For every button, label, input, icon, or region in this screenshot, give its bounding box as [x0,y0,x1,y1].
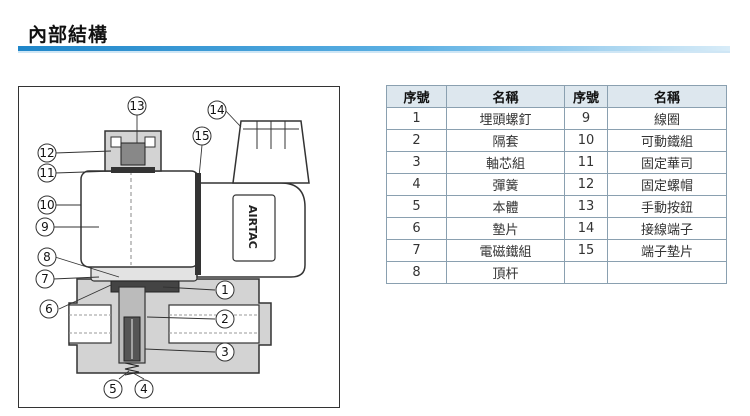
cell-no: 4 [386,173,447,196]
cell-no [564,261,608,284]
cell-no: 2 [386,129,447,152]
right-port [168,304,260,344]
callout-4 [134,379,154,399]
cell-name: 接線端子 [607,217,727,240]
callout-7 [35,269,55,289]
svg-text:7: 7 [41,272,49,286]
svg-text:3: 3 [221,345,229,359]
svg-text:15: 15 [194,129,209,143]
callout-3 [215,342,235,362]
svg-text:4: 4 [140,382,148,396]
cell-name: 固定螺帽 [607,173,727,196]
callout-11 [37,163,57,183]
callout-15 [192,126,212,146]
svg-text:12: 12 [39,146,54,160]
header-name-2: 名稱 [607,85,727,108]
table-row: 8 頂杆 [386,261,727,284]
svg-text:6: 6 [45,302,53,316]
svg-text:9: 9 [41,220,49,234]
cell-no: 12 [564,173,608,196]
cell-name: 頂杆 [446,261,565,284]
table-row: 2 隔套 10 可動鐵組 [386,129,727,152]
table-row: 3 軸芯組 11 固定華司 [386,151,727,174]
callout-14 [207,100,227,120]
cell-no: 15 [564,239,608,262]
left-port [68,304,112,344]
title-underline [18,46,730,51]
cell-name: 可動鐵組 [607,129,727,152]
brand-plate [232,194,276,262]
callout-6 [39,299,59,319]
cell-no: 10 [564,129,608,152]
table-row: 5 本體 13 手動按鈕 [386,195,727,218]
cell-name: 隔套 [446,129,565,152]
table-row: 6 墊片 14 接線端子 [386,217,727,240]
spring [124,362,140,376]
parts-table: 序號 名稱 序號 名稱 1 埋頭螺釘 9 線圈 2 隔套 10 可動鐵組 3 軸… [386,85,727,284]
cell-name: 軸芯組 [446,151,565,174]
cell-no: 3 [386,151,447,174]
svg-text:5: 5 [109,382,117,396]
header-no-2: 序號 [564,85,608,108]
valve-cross-section-diagram: AIRTAC 13 [18,86,340,408]
manual-button [120,142,146,166]
cell-no: 5 [386,195,447,218]
cell-name: 電磁鐵組 [446,239,565,262]
svg-text:10: 10 [39,198,54,212]
cell-no: 6 [386,217,447,240]
title-underline-light [18,51,730,53]
svg-text:14: 14 [209,103,224,117]
cell-name: 埋頭螺釘 [446,107,565,130]
callout-5 [103,379,123,399]
coil [80,170,200,268]
callout-2 [215,309,235,329]
fixing-washer [111,167,155,173]
cell-name [607,261,727,284]
cell-name: 端子墊片 [607,239,727,262]
callout-12 [37,143,57,163]
terminal-gasket [195,173,201,275]
cell-name: 固定華司 [607,151,727,174]
svg-text:11: 11 [39,166,54,180]
svg-text:1: 1 [221,283,229,297]
terminal-connector [232,120,310,184]
callout-1 [215,280,235,300]
cell-no: 7 [386,239,447,262]
header-name-1: 名稱 [446,85,565,108]
cell-no: 9 [564,107,608,130]
cell-name: 彈簧 [446,173,565,196]
cell-no: 14 [564,217,608,240]
svg-text:13: 13 [129,99,144,113]
cell-name: 手動按鈕 [607,195,727,218]
cell-no: 8 [386,261,447,284]
callout-10 [37,195,57,215]
svg-text:8: 8 [43,250,51,264]
cell-name: 本體 [446,195,565,218]
table-row: 4 彈簧 12 固定螺帽 [386,173,727,196]
callout-13 [127,96,147,116]
callout-9 [35,217,55,237]
parts-table-header: 序號 名稱 序號 名稱 [386,85,727,108]
cell-name: 墊片 [446,217,565,240]
section-title: 內部結構 [28,24,109,46]
callouts: 13 14 15 12 11 10 9 8 7 6 1 2 3 [35,96,235,399]
callout-8 [37,247,57,267]
table-row: 1 埋頭螺釘 9 線圈 [386,107,727,130]
cell-no: 1 [386,107,447,130]
cell-no: 11 [564,151,608,174]
cell-name: 線圈 [607,107,727,130]
svg-text:2: 2 [221,312,229,326]
cell-no: 13 [564,195,608,218]
brand-text: AIRTAC [246,205,259,249]
valve-drawing: AIRTAC 13 [35,96,310,399]
header-no-1: 序號 [386,85,447,108]
table-row: 7 電磁鐵組 15 端子墊片 [386,239,727,262]
